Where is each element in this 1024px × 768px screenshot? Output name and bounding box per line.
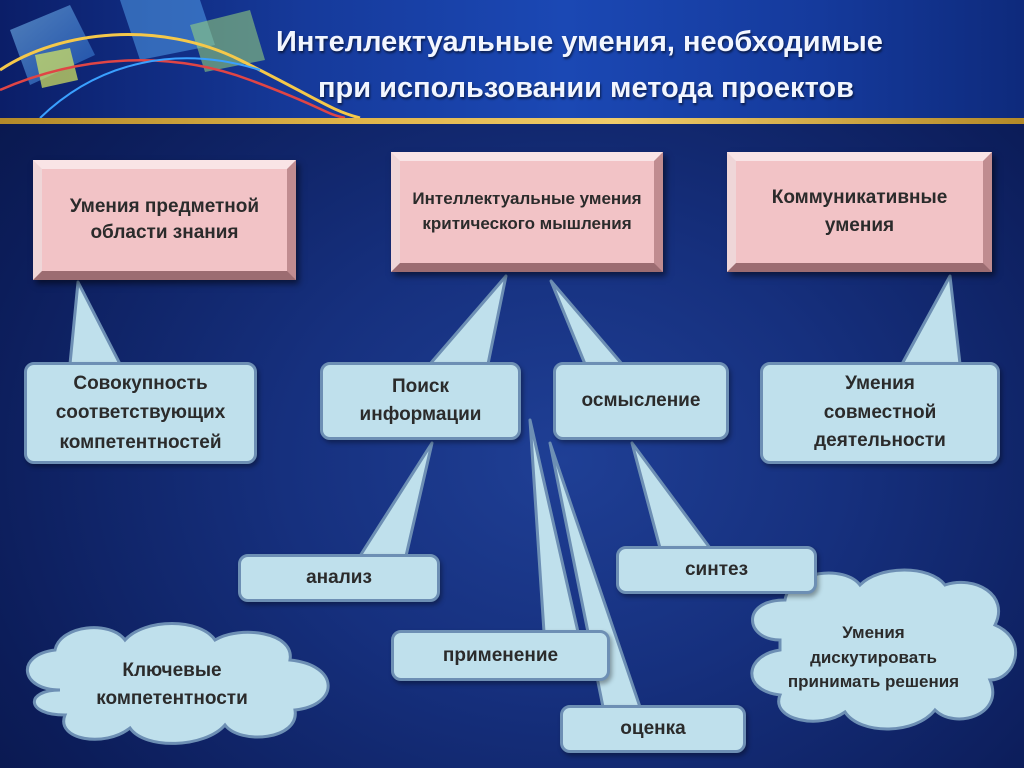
cloud-key-shape <box>25 622 330 745</box>
box-critical-thinking-label: Интеллектуальные умения критического мыш… <box>412 189 642 233</box>
page-title-line1: Интеллектуальные умения, необходимые <box>276 26 883 58</box>
callout-evaluation-label: оценка <box>620 718 686 739</box>
pointer-joint <box>900 274 962 366</box>
pointer-analysis <box>358 441 434 558</box>
box-subject-skills-label: Умения предметной области знания <box>69 196 260 243</box>
cloud-key-competencies-label: Ключевые компетентности <box>96 659 248 710</box>
cable-line <box>39 57 261 119</box>
callout-joint-activity-label: Умения совместной деятельности <box>814 373 946 452</box>
callout-synthesis: синтез <box>616 546 817 594</box>
box-critical-thinking: Интеллектуальные умения критического мыш… <box>391 152 663 272</box>
callout-info-search: Поиск информации <box>320 362 521 440</box>
page-title-line2: при использовании метода проектов <box>318 72 854 104</box>
callout-application-label: применение <box>442 644 559 666</box>
callout-joint-activity: Умения совместной деятельности <box>760 362 1000 464</box>
cloud-discussion-skills: Умения дискутировать принимать решения <box>786 598 961 718</box>
callout-competencies-label: Совокупность соответствующих компетентно… <box>55 372 226 453</box>
pointer-info-search <box>428 274 508 366</box>
header-decoration <box>0 0 361 120</box>
cloud-key-competencies: Ключевые компетентности <box>62 640 282 730</box>
callout-synthesis-label: синтез <box>684 559 749 580</box>
cube-shape <box>190 10 265 72</box>
box-communicative-skills-label: Коммуникативные умения <box>771 187 948 236</box>
header-banner: Интеллектуальные умения, необходимые при… <box>0 0 1024 120</box>
header-divider <box>0 118 1024 124</box>
cube-shape <box>120 0 215 60</box>
callout-comprehension: осмысление <box>553 362 729 440</box>
cable-line <box>0 59 346 120</box>
cable-line <box>0 33 361 120</box>
callout-analysis: анализ <box>238 554 440 602</box>
callout-analysis-label: анализ <box>306 567 372 588</box>
box-subject-skills: Умения предметной области знания <box>33 160 296 280</box>
box-communicative-skills: Коммуникативные умения <box>727 152 992 272</box>
pointer-competencies <box>68 280 122 366</box>
callout-application: применение <box>391 630 610 681</box>
pointer-synthesis <box>630 441 712 550</box>
callout-competencies: Совокупность соответствующих компетентно… <box>24 362 257 464</box>
cube-shape <box>35 48 78 88</box>
callout-info-search-label: Поиск информации <box>359 376 482 425</box>
callout-evaluation: оценка <box>560 705 746 753</box>
pointer-comprehension <box>549 279 624 366</box>
callout-comprehension-label: осмысление <box>581 390 701 411</box>
cloud-discuss-shape <box>750 568 1017 731</box>
cloud-discussion-skills-label: Умения дискутировать принимать решения <box>787 623 960 692</box>
